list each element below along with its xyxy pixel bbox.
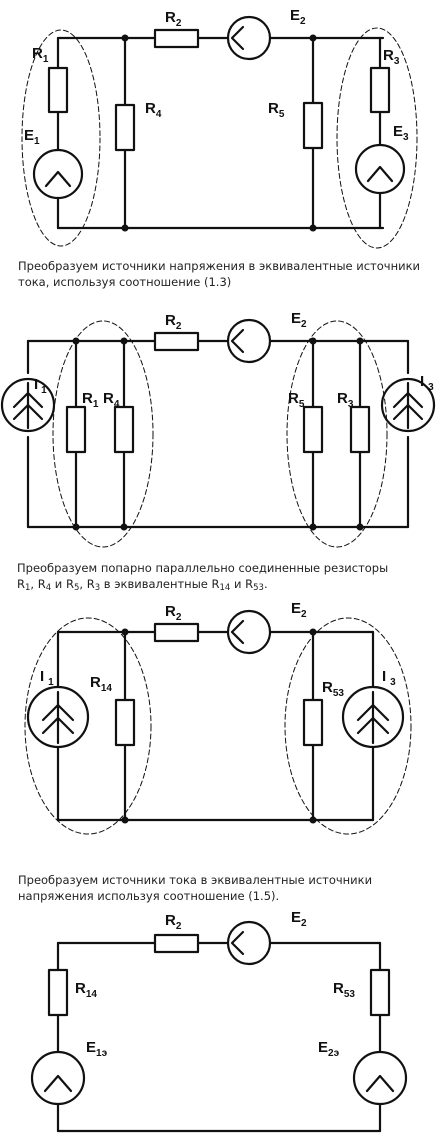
- label-r2: R2: [165, 603, 182, 623]
- label-r4: R4: [103, 390, 120, 410]
- node-dot: [120, 523, 128, 531]
- label-e2: E2: [291, 909, 307, 929]
- voltage-source-e1: [32, 148, 84, 200]
- label-r3: R3: [337, 390, 354, 410]
- resistor-r2: [153, 331, 200, 352]
- arrow-up-icon: [366, 165, 394, 183]
- node-dot: [309, 337, 317, 345]
- node-dot: [72, 523, 80, 531]
- caption-1: Преобразуем источники напряжения в эквив…: [18, 259, 421, 289]
- dashed-group-left: [21, 29, 101, 247]
- node-dots: [72, 34, 364, 824]
- resistor-r1: [65, 405, 87, 454]
- dashed-group-right: [284, 617, 412, 835]
- dashed-group-right: [286, 320, 388, 548]
- resistor-r1: [47, 66, 69, 114]
- resistor-r14: [47, 968, 69, 1017]
- resistor-r3: [369, 66, 391, 114]
- node-dot: [121, 224, 129, 232]
- voltage-source-e2: [226, 318, 272, 364]
- label-e3: E3: [393, 123, 409, 143]
- resistor-r2: [153, 933, 200, 954]
- voltage-source-e2: [226, 609, 272, 655]
- diagram-3: [24, 609, 412, 835]
- caption-2-line-2: R1, R4 и R5, R3 в эквивалентные R14 и R5…: [17, 577, 268, 593]
- node-dot: [120, 337, 128, 345]
- voltage-source-e1e: [30, 1050, 86, 1106]
- arrow-up-icon: [43, 1074, 73, 1093]
- diagram-4: [30, 920, 408, 1133]
- node-dot: [356, 523, 364, 531]
- label-r53: R53: [322, 679, 344, 699]
- label-r4: R4: [145, 100, 162, 120]
- label-r2: R2: [165, 312, 182, 332]
- voltage-source-e2: [226, 15, 272, 61]
- resistor-r2: [153, 28, 200, 49]
- resistor-r14: [114, 698, 136, 747]
- label-r53: R53: [333, 980, 355, 1000]
- node-dot: [121, 34, 129, 42]
- node-dot: [309, 816, 317, 824]
- double-arrow-up-icon: [392, 381, 424, 430]
- caption-2-line-1: Преобразуем попарно параллельно соединен…: [17, 561, 389, 575]
- label-r1: R1: [82, 390, 99, 410]
- label-r14: R14: [75, 980, 97, 1000]
- caption-3: Преобразуем источники тока в эквивалентн…: [18, 873, 373, 903]
- voltage-source-e2: [226, 920, 272, 966]
- caption-2: Преобразуем попарно параллельно соединен…: [17, 560, 437, 594]
- node-dot: [356, 337, 364, 345]
- arrow-up-icon: [44, 170, 72, 188]
- label-e2: E2: [291, 600, 307, 620]
- resistor-r2: [153, 622, 200, 643]
- dashed-group-left: [24, 617, 152, 835]
- label-r14: R14: [90, 674, 112, 694]
- diagram-2: [0, 318, 436, 548]
- label-r1: R1: [32, 45, 49, 65]
- label-e1e: E1э: [86, 1039, 108, 1059]
- label-e1: E1: [24, 127, 40, 147]
- node-dot: [121, 816, 129, 824]
- arrow-left-icon: [230, 328, 245, 354]
- resistor-r5: [302, 405, 324, 454]
- arrow-left-icon: [230, 619, 245, 645]
- label-r2: R2: [165, 912, 182, 932]
- node-dot: [309, 224, 317, 232]
- label-r5: R5: [288, 390, 305, 410]
- node-dot: [309, 523, 317, 531]
- dashed-group-left: [52, 320, 154, 548]
- resistor-r4: [113, 405, 135, 454]
- voltage-source-e2e: [352, 1050, 408, 1106]
- double-arrow-up-icon: [356, 690, 390, 745]
- arrow-left-icon: [230, 930, 245, 956]
- node-dot: [309, 628, 317, 636]
- node-dot: [121, 628, 129, 636]
- voltage-source-e3: [354, 143, 406, 195]
- label-r3: R3: [383, 47, 400, 67]
- arrow-up-icon: [365, 1074, 395, 1093]
- resistor-r3: [349, 405, 371, 454]
- label-e2: E2: [290, 7, 306, 27]
- dashed-group-right: [336, 27, 418, 249]
- double-arrow-up-icon: [41, 690, 75, 745]
- label-r2: R2: [165, 9, 182, 29]
- label-e2e: E2э: [318, 1039, 340, 1059]
- resistor-r4: [114, 103, 136, 152]
- resistor-r5: [302, 101, 324, 150]
- resistor-r53: [369, 968, 391, 1017]
- double-arrow-up-icon: [12, 381, 44, 430]
- node-dot: [72, 337, 80, 345]
- node-dot: [309, 34, 317, 42]
- label-e2: E2: [291, 310, 307, 330]
- diagram-1: [21, 15, 418, 249]
- resistor-r53: [302, 698, 324, 747]
- label-r5: R5: [268, 100, 285, 120]
- arrow-left-icon: [230, 25, 245, 51]
